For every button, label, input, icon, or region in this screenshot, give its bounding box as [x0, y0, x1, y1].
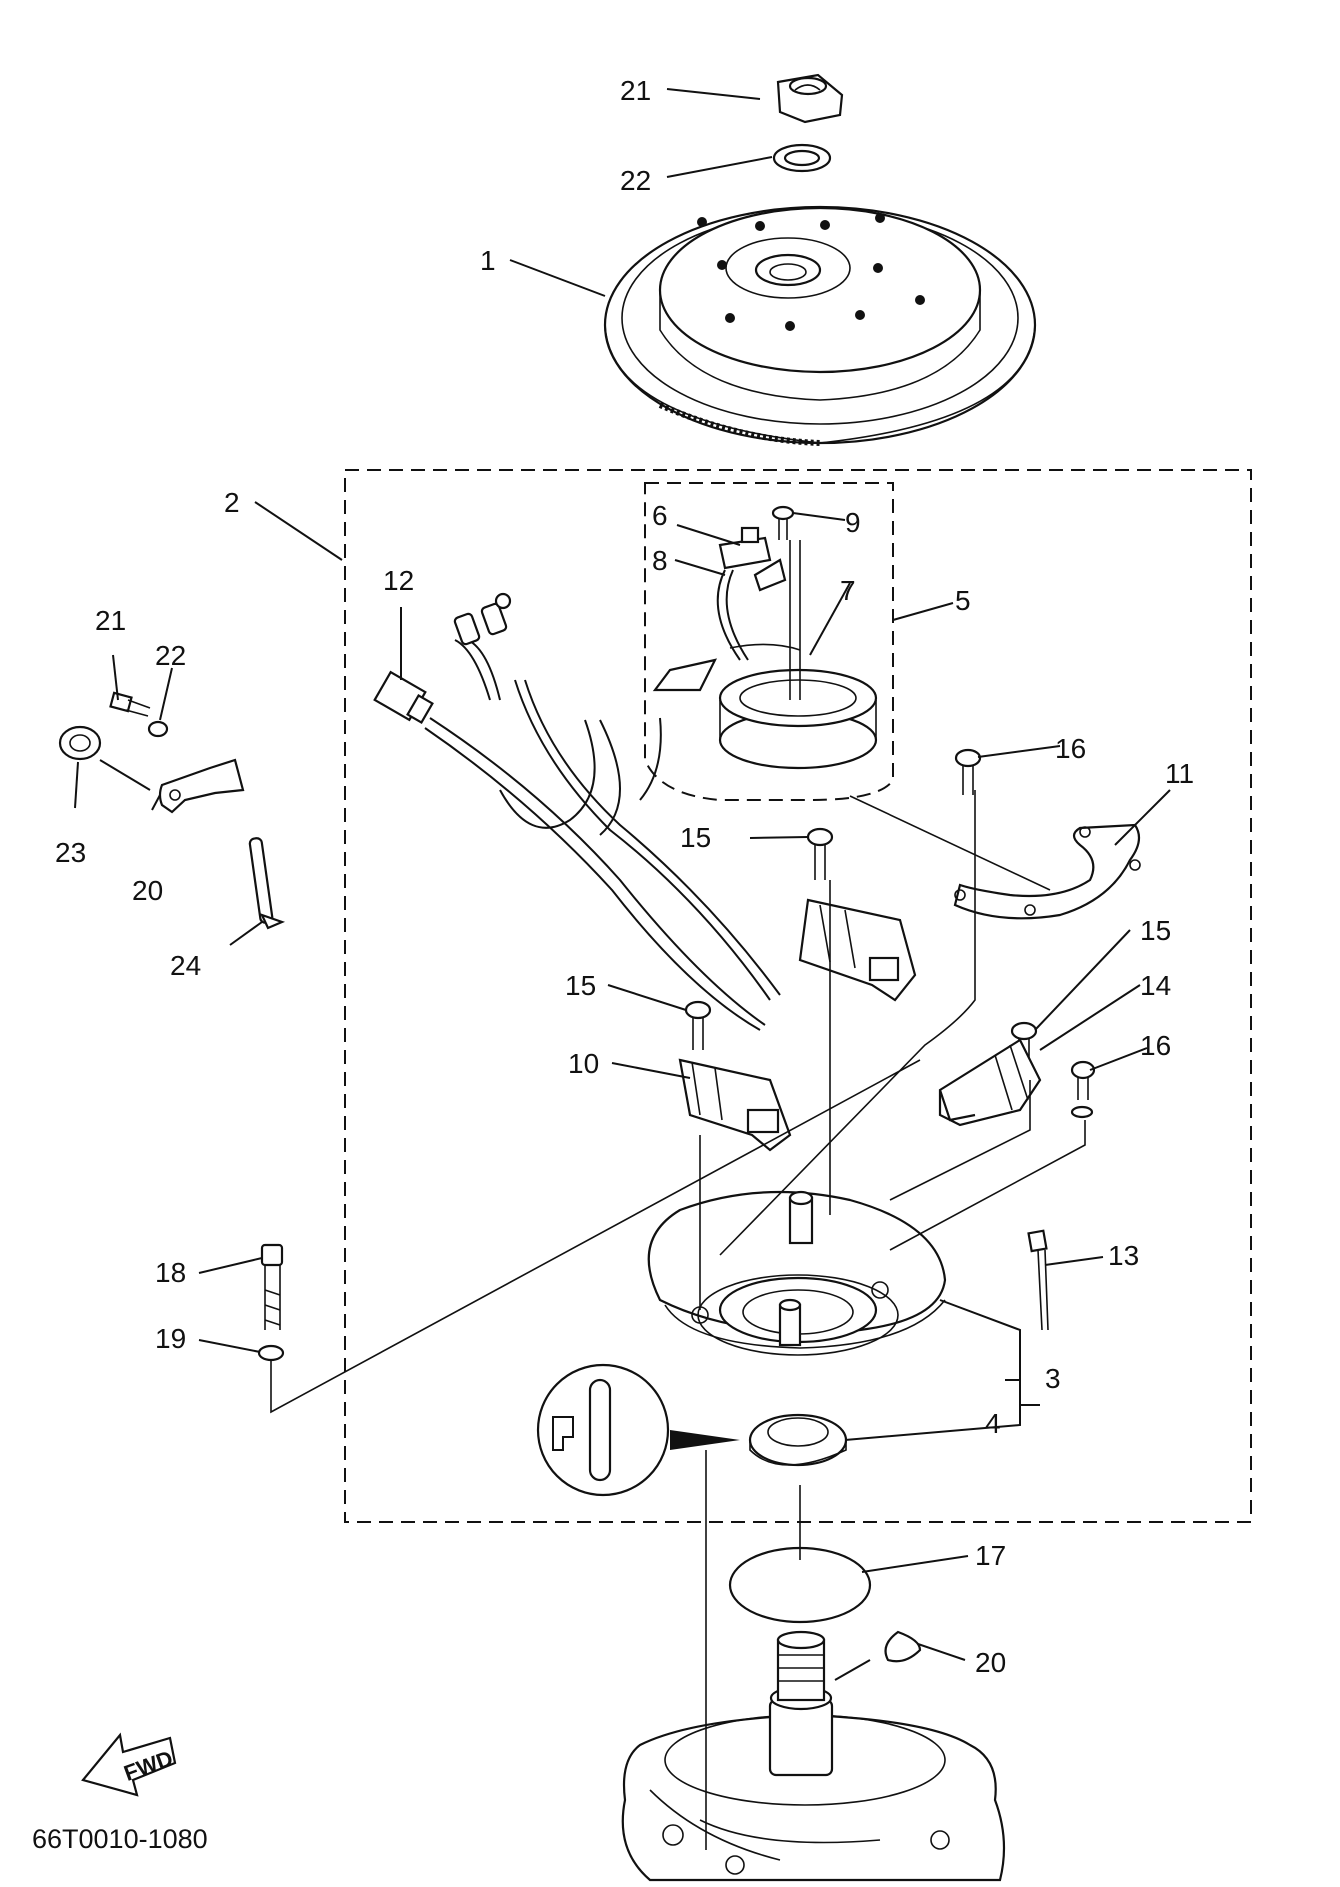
bracket-part-23	[158, 758, 245, 814]
cable-tie-part-13	[1027, 1229, 1049, 1331]
catalog-code: 66T0010-1080	[32, 1824, 208, 1854]
forward-direction-arrow: FWD	[81, 1732, 177, 1797]
callout-24: 21	[95, 605, 126, 636]
washer-part-19	[257, 1344, 285, 1362]
callout-6: 6	[652, 500, 668, 531]
nut-part-21	[776, 73, 844, 124]
callout-5: 5	[955, 585, 971, 616]
screw-part-15-left	[684, 1000, 712, 1050]
screw-part-15-upper	[806, 827, 834, 880]
callout-10: 10	[568, 1048, 599, 1079]
callout-3: 3	[1045, 1363, 1061, 1394]
callout-15-right: 15	[1140, 915, 1171, 946]
callout-15-upper: 15	[680, 822, 711, 853]
callout-15-left: 15	[565, 970, 596, 1001]
pulser-assembly-box	[644, 482, 894, 801]
callout-17: 17	[975, 1540, 1006, 1571]
callout-19: 19	[155, 1323, 186, 1354]
callout-11: 11	[1165, 758, 1194, 789]
callout-22: 22	[620, 165, 651, 196]
grommet-part-26	[58, 725, 102, 761]
callout-1: 1	[480, 245, 496, 276]
retainer-plate-part-11	[953, 823, 1141, 920]
callout-16-lower: 16	[1140, 1030, 1171, 1061]
callout-14: 14	[1140, 970, 1171, 1001]
callout-8: 8	[652, 545, 668, 576]
leader-lines	[74, 88, 1171, 1681]
callout-18: 18	[155, 1257, 186, 1288]
washer-part-22	[772, 143, 832, 173]
callout-25: 22	[155, 640, 186, 671]
stator-assembly-box	[344, 469, 1252, 1523]
screw-part-16-lower	[1070, 1060, 1096, 1119]
callout-23: 20	[132, 875, 163, 906]
pulser-lead-part-8	[716, 569, 749, 661]
clip-part-27	[248, 837, 286, 930]
stator-base-part-3	[647, 1190, 947, 1356]
crankcase-housing	[621, 1630, 1006, 1882]
callout-9: 9	[845, 507, 861, 538]
flywheel-part-1	[603, 205, 1037, 446]
wire-harness-part-12	[373, 592, 781, 1031]
callout-7: 7	[840, 575, 856, 606]
callout-27: 24	[170, 950, 201, 981]
callout-26: 23	[55, 837, 86, 868]
callout-labels: 21 22 1 2 6 9 8 12 7 5 21 22 16 11 23 15…	[55, 75, 1194, 1678]
callout-4: 4	[985, 1408, 1001, 1439]
callout-20: 20	[975, 1647, 1006, 1678]
screw-part-9	[771, 505, 795, 540]
woodruff-key-part-20	[884, 1630, 922, 1663]
charge-coil-part-10	[678, 1058, 792, 1152]
screw-part-16-upper	[954, 748, 982, 795]
alignment-lines	[270, 790, 1086, 1850]
charge-coil-upper	[798, 898, 917, 1002]
callout-16-upper: 16	[1055, 733, 1086, 764]
grease-symbol-inset	[536, 1363, 740, 1497]
callout-12: 12	[383, 565, 414, 596]
pulser-coil-part-7	[652, 540, 878, 770]
washer-part-25	[147, 720, 169, 738]
bolt-part-24	[109, 691, 151, 717]
callout-21: 21	[620, 75, 651, 106]
callout-2: 2	[224, 487, 240, 518]
lighting-coil-part-14	[938, 1038, 1042, 1127]
bolt-part-18	[260, 1243, 284, 1330]
callout-13: 13	[1108, 1240, 1139, 1271]
pulser-connector-part-6	[718, 526, 787, 592]
oil-seal-part-4	[748, 1413, 848, 1467]
